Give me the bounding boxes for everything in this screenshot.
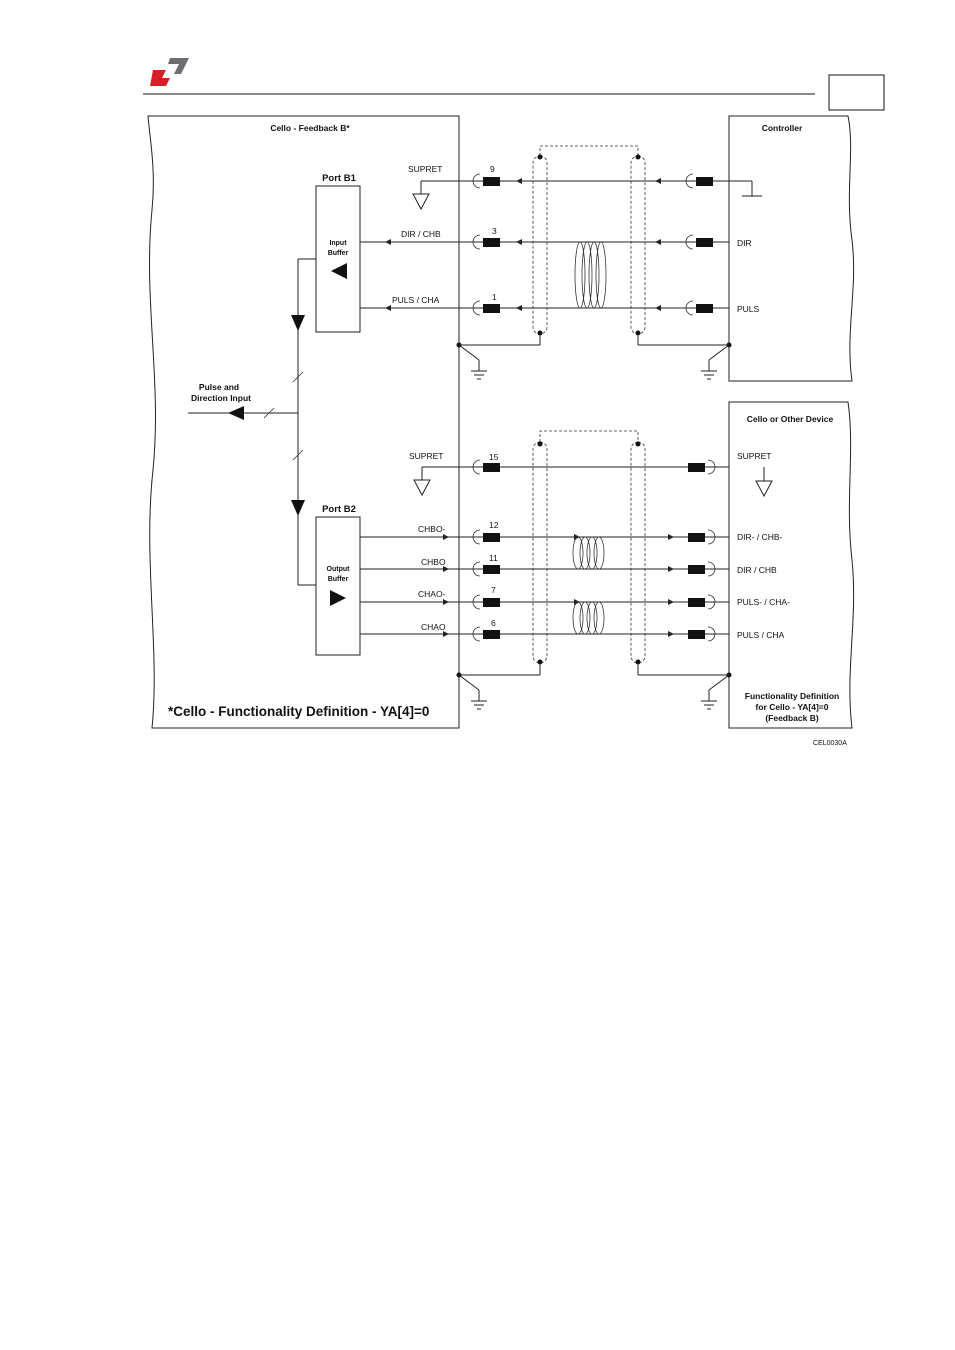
controller-dir-label: DIR bbox=[737, 238, 752, 248]
lower-twisted-pair-a bbox=[572, 601, 605, 635]
cello-footnote: *Cello - Functionality Definition - YA[4… bbox=[168, 704, 429, 719]
lower-pin-7: 7 bbox=[491, 585, 496, 595]
port-b2-label: Port B2 bbox=[322, 504, 356, 515]
input-buffer-arrow-icon bbox=[331, 263, 347, 279]
device-supret-label: SUPRET bbox=[737, 451, 771, 461]
lower-twisted-pair-b bbox=[572, 536, 605, 570]
cello-block-title: Cello - Feedback B* bbox=[270, 123, 350, 133]
upper-puls-label: PULS / CHA bbox=[392, 295, 440, 305]
upper-pin-3: 3 bbox=[492, 226, 497, 236]
input-buffer-label-2: Buffer bbox=[328, 250, 349, 257]
input-buffer-box bbox=[315, 185, 361, 333]
device-title: Cello or Other Device bbox=[747, 414, 834, 424]
lower-pin-11: 11 bbox=[489, 553, 498, 563]
lower-chbo-minus-wire bbox=[360, 529, 729, 545]
output-buffer-label-1: Output bbox=[327, 566, 351, 573]
pulse-input-label-2: Direction Input bbox=[191, 393, 251, 403]
input-buffer-label-1: Input bbox=[329, 240, 347, 247]
lower-chbo-minus-label: CHBO- bbox=[418, 524, 446, 534]
controller-title: Controller bbox=[762, 123, 803, 133]
device-note-3: (Feedback B) bbox=[765, 713, 819, 723]
lower-pin-12: 12 bbox=[489, 520, 499, 530]
internal-bus bbox=[188, 258, 316, 586]
lower-chbo-wire bbox=[360, 561, 729, 577]
upper-pin-1: 1 bbox=[492, 292, 497, 302]
upper-dir-label: DIR / CHB bbox=[401, 229, 441, 239]
device-note-1: Functionality Definition bbox=[745, 691, 839, 701]
lower-chao-minus-label: CHAO- bbox=[418, 589, 446, 599]
controller-block-outline bbox=[728, 115, 855, 382]
lower-chbo-label: CHBO bbox=[421, 557, 446, 567]
device-cha-label: PULS / CHA bbox=[737, 630, 785, 640]
device-chb-label: DIR / CHB bbox=[737, 565, 777, 575]
device-cha-minus-label: PULS- / CHA- bbox=[737, 597, 790, 607]
upper-pin-9: 9 bbox=[490, 164, 495, 174]
device-note-2: for Cello - YA[4]=0 bbox=[756, 702, 829, 712]
upper-dir-wire bbox=[360, 234, 729, 250]
lower-supret-label: SUPRET bbox=[409, 451, 443, 461]
upper-supret-label: SUPRET bbox=[408, 164, 442, 174]
port-b1-label: Port B1 bbox=[322, 173, 357, 184]
page-number-box bbox=[828, 74, 885, 111]
lower-chao-minus-wire bbox=[360, 594, 729, 610]
device-block-outline bbox=[728, 401, 855, 729]
pulse-input-label-1: Pulse and bbox=[199, 382, 239, 392]
figure-code: CEL0030A bbox=[813, 740, 847, 747]
lower-chao-label: CHAO bbox=[421, 622, 446, 632]
output-buffer-label-2: Buffer bbox=[328, 576, 349, 583]
lower-pin-6: 6 bbox=[491, 618, 496, 628]
upper-puls-wire bbox=[360, 300, 729, 316]
controller-puls-label: PULS bbox=[737, 304, 760, 314]
upper-cable-shield bbox=[532, 145, 646, 336]
company-logo bbox=[150, 58, 189, 86]
lower-chao-wire bbox=[360, 626, 729, 642]
lower-pin-15: 15 bbox=[489, 452, 499, 462]
lower-cable-shield bbox=[532, 430, 646, 665]
lower-ground-symbols bbox=[456, 663, 732, 710]
upper-twisted-pair bbox=[574, 241, 607, 309]
upper-supret-wire bbox=[412, 173, 762, 211]
output-buffer-arrow-icon bbox=[330, 590, 346, 606]
lower-supret-wire bbox=[413, 459, 773, 498]
device-chb-minus-label: DIR- / CHB- bbox=[737, 532, 783, 542]
upper-ground-symbols bbox=[456, 334, 732, 380]
cello-block-outline bbox=[147, 115, 460, 729]
output-buffer-box bbox=[315, 516, 361, 656]
